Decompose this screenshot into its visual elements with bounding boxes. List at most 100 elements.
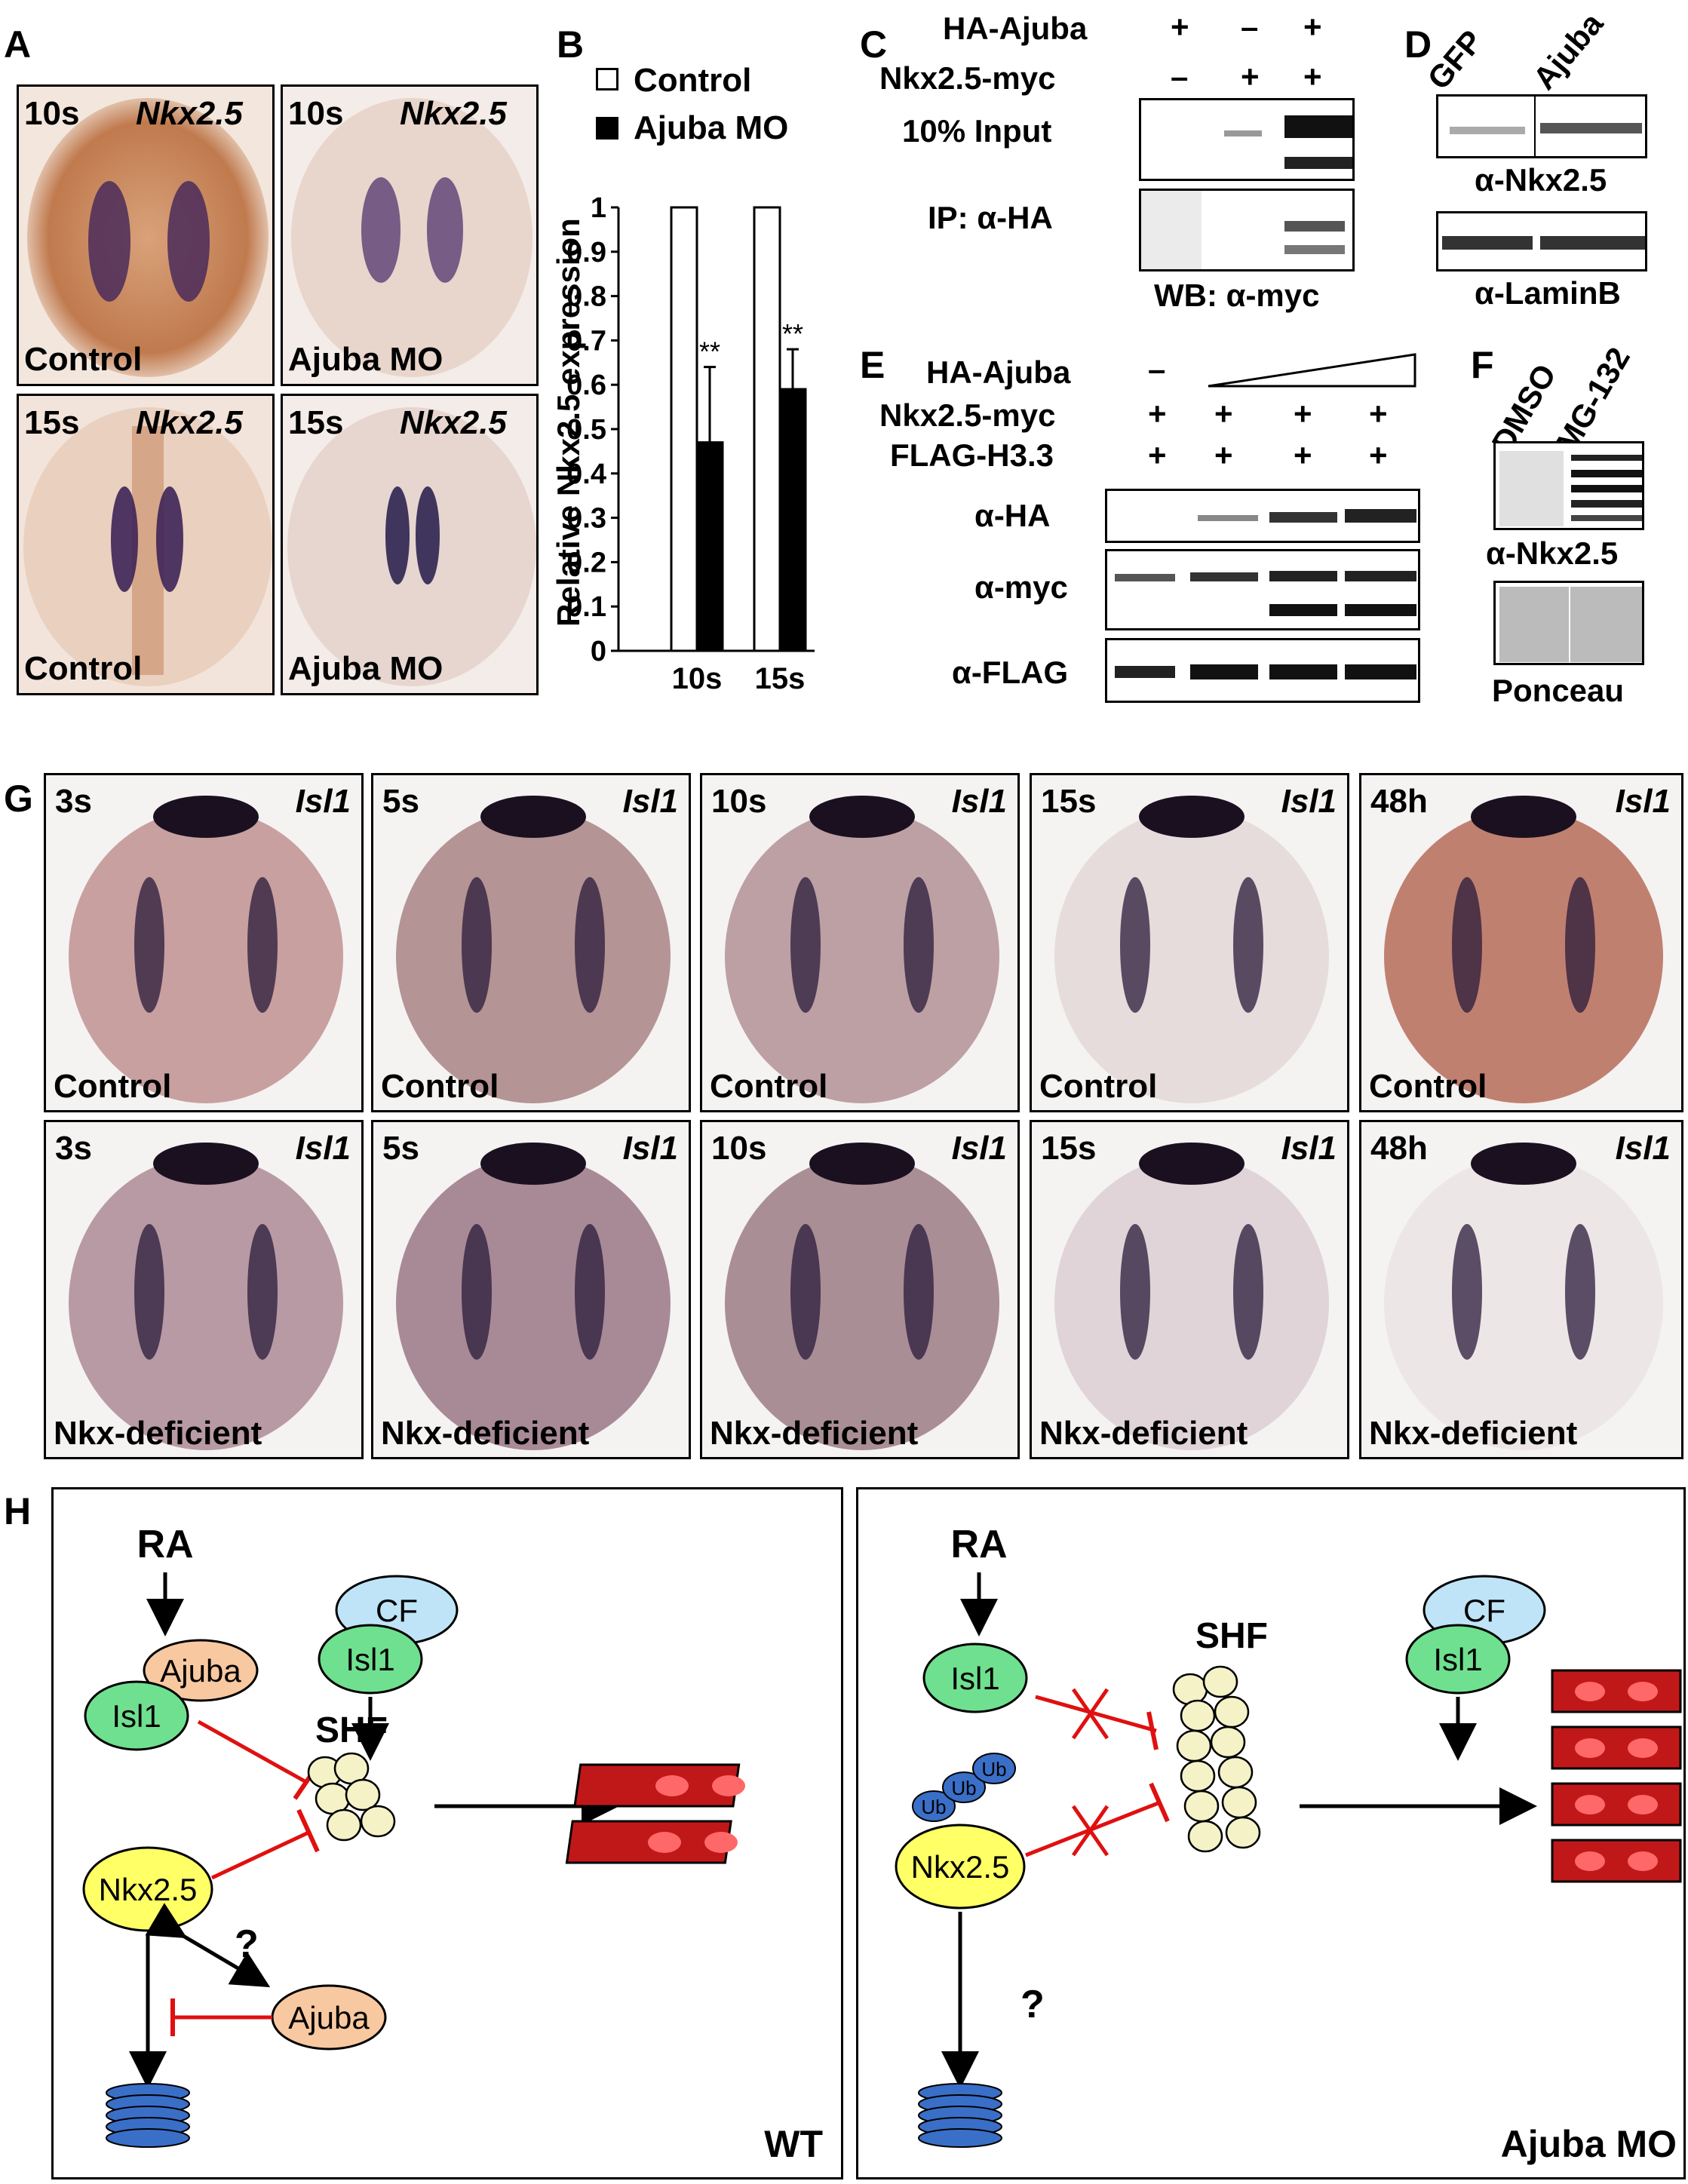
cardiomyocytes <box>1551 1669 1682 1883</box>
gene-label: Isl1 <box>295 1130 351 1167</box>
row-label: HA-Ajuba <box>926 354 1071 390</box>
isl1-label: Isl1 <box>1433 1642 1482 1677</box>
western-blot-nkx-mg132 <box>1493 441 1644 530</box>
ra-label: RA <box>950 1523 1007 1566</box>
embryo-image <box>27 98 269 377</box>
inhibit-line <box>210 1830 310 1880</box>
panel-letter-a: A <box>4 23 32 66</box>
gene-label: Isl1 <box>622 783 678 820</box>
lane-mark: + <box>1303 9 1322 44</box>
isl1-node <box>84 1680 189 1751</box>
condition-label: Ajuba MO <box>288 341 443 378</box>
wt-label: WT <box>764 2123 823 2165</box>
ra-label: RA <box>137 1523 193 1566</box>
y-tick-label: 0.5 <box>566 414 606 446</box>
stage-label: 3s <box>55 1130 92 1167</box>
condition-label: Nkx-deficient <box>710 1415 919 1452</box>
bar-ajuba-mo <box>695 441 724 652</box>
y-tick-label: 0.4 <box>566 459 606 490</box>
row-label: Nkx2.5-myc <box>879 397 1056 433</box>
lane-mark: + <box>1214 437 1233 473</box>
blot-footer: WB: α-myc <box>1154 278 1320 313</box>
y-tick-label: 0 <box>591 636 606 667</box>
stage-label: 10s <box>711 783 767 820</box>
legend-label-ajuba-mo: Ajuba MO <box>634 109 789 146</box>
row-label: FLAG-H3.3 <box>890 437 1054 473</box>
lane-mark: + <box>1148 437 1167 473</box>
bar-control <box>753 206 781 652</box>
lane-mark: + <box>1294 437 1312 473</box>
stage-label: 15s <box>288 404 344 441</box>
isl1-label: Isl1 <box>950 1661 999 1696</box>
cross-icon <box>1071 1805 1109 1857</box>
stage-label: 15s <box>1041 783 1097 820</box>
stage-label: 5s <box>382 783 419 820</box>
ub-label: Ub <box>951 1777 976 1799</box>
lane-mark: – <box>1241 9 1259 44</box>
model-wt-diagram: RA Ajuba Isl1 SHF Nkx2.5 CF Isl1 ? <box>82 1523 823 2165</box>
proteasome-icon <box>918 2083 1002 2148</box>
significance-label: ** <box>782 318 803 349</box>
isl1-node <box>1405 1624 1511 1695</box>
stage-label: 5s <box>382 1130 419 1167</box>
cross-icon <box>1071 1688 1109 1740</box>
lane-mark: + <box>1303 59 1322 94</box>
error-bar <box>704 366 716 443</box>
gene-label: Isl1 <box>951 1130 1007 1167</box>
legend-label-control: Control <box>634 62 752 99</box>
legend-swatch-control <box>596 68 618 90</box>
lane-mark: + <box>1148 396 1167 431</box>
legend-swatch-ajuba-mo <box>596 117 618 140</box>
cardiomyocytes <box>565 1763 745 1864</box>
ub-label: Ub <box>921 1796 946 1818</box>
ajuba-label: Ajuba <box>288 2000 370 2035</box>
condition-label: Control <box>710 1068 828 1105</box>
condition-label: Nkx-deficient <box>1369 1415 1578 1452</box>
model-wt-box: RA Ajuba Isl1 SHF Nkx2.5 CF Isl1 ? <box>51 1487 843 2179</box>
embryo-image <box>69 796 343 1103</box>
panel-letter-e: E <box>860 344 885 386</box>
cf-label: CF <box>1463 1593 1505 1628</box>
blot-label: Ponceau <box>1492 673 1625 708</box>
inhibit-bar <box>296 1808 320 1853</box>
embryo-image <box>69 1143 343 1450</box>
isl1-label: Isl1 <box>345 1642 394 1677</box>
y-tick-label: 1 <box>591 192 606 224</box>
isl1-node <box>922 1643 1028 1713</box>
blot-label: α-Nkx2.5 <box>1486 535 1619 571</box>
lane-mark: + <box>1369 437 1388 473</box>
ponceau-stain <box>1493 581 1644 665</box>
y-tick-label: 0.3 <box>566 503 606 535</box>
stage-label: 10s <box>711 1130 767 1167</box>
panel-letter-f: F <box>1471 344 1494 386</box>
blot-label: α-HA <box>974 498 1051 533</box>
bar-chart: Relative Nkx2.5 expression 00.10.20.30.4… <box>551 192 815 695</box>
gene-label: Isl1 <box>951 783 1007 820</box>
gene-label: Isl1 <box>295 783 351 820</box>
x-tick-label: 15s <box>755 662 806 695</box>
shf-cells <box>307 1752 396 1842</box>
ajuba-label: Ajuba <box>160 1653 241 1689</box>
inhibit-line <box>197 1719 308 1784</box>
lane-mark: + <box>1369 396 1388 431</box>
gene-label: Isl1 <box>1615 783 1671 820</box>
condition-label: Control <box>381 1068 499 1105</box>
question-mark: ? <box>1020 1983 1045 2026</box>
stage-label: 15s <box>1041 1130 1097 1167</box>
blot-label: α-myc <box>974 569 1068 605</box>
stage-label: 48h <box>1370 1130 1428 1167</box>
lane-mark: + <box>1241 59 1260 94</box>
embryo-tile-a4 <box>281 394 539 695</box>
panel-letter-g: G <box>4 778 33 820</box>
embryo-image <box>23 407 272 686</box>
blot-label: IP: α-HA <box>928 200 1053 235</box>
lane-label: Ajuba <box>1526 5 1610 97</box>
condition-label: Ajuba MO <box>288 650 443 687</box>
gene-label: Isl1 <box>1281 1130 1337 1167</box>
blot-label: α-LaminB <box>1475 275 1621 311</box>
